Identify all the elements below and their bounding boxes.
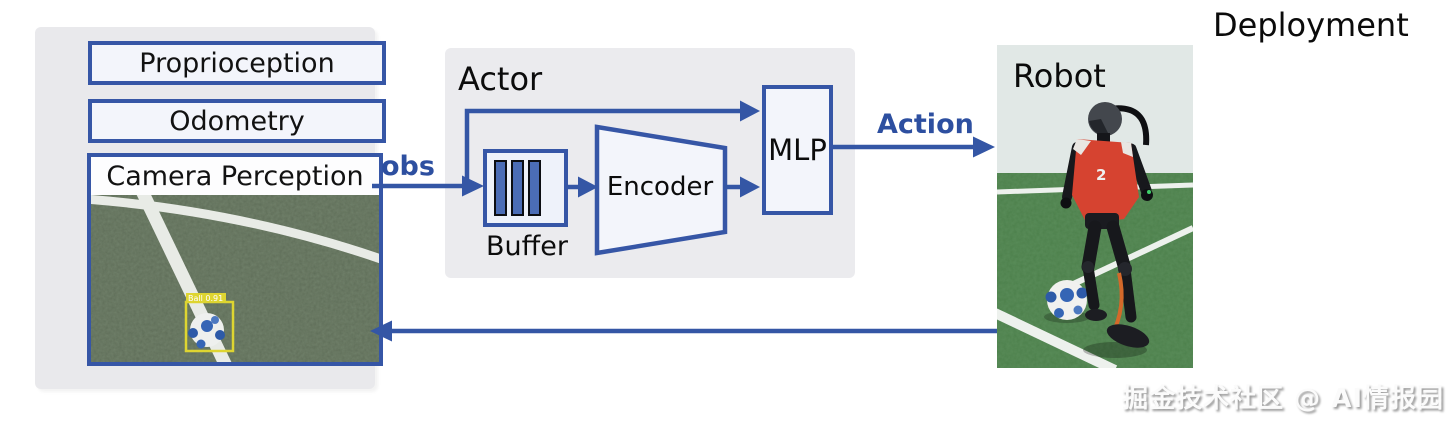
robot-right-arm [1125, 143, 1152, 196]
mlp-label: MLP [768, 133, 827, 167]
field-line [997, 308, 1118, 368]
robot-vest [1072, 139, 1139, 224]
robot-figure: 2 [1060, 102, 1153, 358]
action-label: Action [877, 109, 974, 140]
mlp-box: MLP [762, 85, 833, 215]
odometry-label: Odometry [169, 105, 305, 137]
obs-label: obs [381, 151, 435, 182]
odometry-box: Odometry [88, 99, 386, 143]
inputs-panel: Proprioception Odometry Camera Perceptio… [35, 27, 386, 389]
camera-image: Ball 0.91 [91, 195, 379, 362]
proprioception-box: Proprioception [88, 41, 386, 85]
action-arrowhead-icon [973, 136, 995, 158]
robot-right-leg [1106, 220, 1132, 276]
proprioception-label: Proprioception [139, 47, 335, 79]
robot-label: Robot [1013, 57, 1106, 95]
camera-perception-label: Camera Perception [91, 157, 379, 195]
detection-label-bg [186, 293, 226, 303]
robot-right-foot [1106, 324, 1150, 348]
jersey-number: 2 [1096, 166, 1106, 184]
robot-scene: 2 [997, 45, 1193, 368]
buffer-box [483, 149, 568, 227]
detection-label: Ball 0.91 [188, 294, 223, 303]
buffer-slot [494, 160, 507, 216]
encoder-label: Encoder [606, 172, 714, 202]
actor-title: Actor [458, 60, 543, 98]
robot-left-leg [1081, 220, 1102, 274]
buffer-slot [511, 160, 524, 216]
buffer-slot [528, 160, 541, 216]
camera-perception-box: Camera Perception [87, 153, 383, 366]
camera-frame: Ball 0.91 [91, 195, 379, 362]
soccer-ball-detected [188, 313, 225, 349]
watermark: 掘金技术社区 @ AI情报园 [1122, 384, 1444, 414]
robot-left-arm [1062, 142, 1082, 202]
buffer-label: Buffer [486, 231, 568, 262]
soccer-ball [1044, 280, 1090, 323]
deployment-title: Deployment [1213, 6, 1409, 44]
field-line [91, 195, 379, 264]
robot-photo: 2 Robot [997, 45, 1193, 368]
